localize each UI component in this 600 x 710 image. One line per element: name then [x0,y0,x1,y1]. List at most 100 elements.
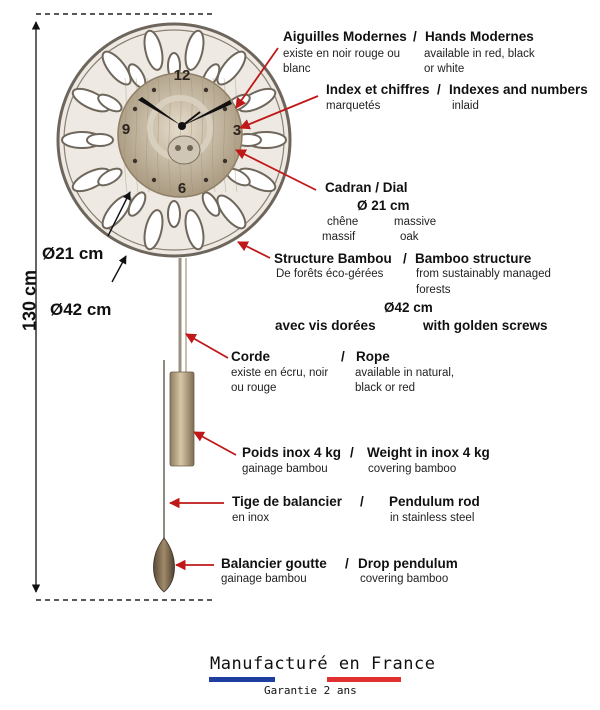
structure-title-fr: Structure Bambou [274,251,392,266]
wood-grain-line [135,77,139,193]
hour-index [151,87,157,93]
rope-title-en: Rope [356,349,390,364]
structure-screws-fr: avec vis dorées [275,318,376,333]
dial-size: Ø 21 cm [357,198,410,213]
rope-sep: / [341,349,345,364]
dial-desc-en-2: oak [400,231,419,243]
pendulum-assembly [153,258,195,593]
rope-desc-fr-1: existe en écru, noir [231,367,329,379]
dial-desc-fr-2: massif [322,231,356,243]
wood-grain-line [124,77,128,193]
index-title-en: Indexes and numbers [449,82,588,97]
rod-title-fr: Tige de balancier [232,494,343,509]
weight-desc-fr: gainage bambou [242,463,328,475]
structure-desc-fr: De forêts éco-gérées [276,268,384,280]
hour-index [222,158,228,164]
flag-blue-bar [209,677,275,682]
openwork-petal [143,29,164,71]
height-label: 130 cm [19,269,40,332]
wood-grain-line [234,77,238,193]
rope-title-fr: Corde [231,349,271,364]
weight-cylinder [169,371,195,467]
weight-title-fr: Poids inox 4 kg [242,445,342,460]
dial-title: Cadran / Dial [325,180,408,195]
hour-index [132,158,138,164]
index-desc-en: inlaid [452,100,479,112]
index-sep: / [437,82,441,97]
wood-grain-line [168,77,172,193]
structure-size: Ø42 cm [384,300,433,315]
rod-desc-fr: en inox [232,512,270,524]
numeral-3: 3 [233,122,241,139]
openwork-petal [86,133,114,147]
hour-index [203,177,209,183]
hour-index [151,177,157,183]
clock-hands [138,97,232,130]
index-title-fr: Index et chiffres [326,82,430,97]
index-desc-fr: marquetés [326,100,381,112]
hands-sep: / [413,29,417,44]
hands-desc-en-1: available in red, black [424,48,535,60]
structure-desc-en-2: forests [416,284,451,296]
rod-desc-en: in stainless steel [390,512,475,524]
wood-grain-line [201,77,205,193]
drop-sep: / [345,556,349,571]
drop-pendulum [153,537,175,593]
openwork-petal [216,50,247,86]
openwork-petal [101,50,132,86]
wood-grain-line [212,77,216,193]
numeral-6: 6 [178,180,186,197]
weight-sep: / [350,445,354,460]
hour-index [203,87,209,93]
outer-diameter-label: Ø42 cm [50,300,112,319]
hour-index [132,106,138,112]
openwork-petal [167,200,181,228]
inner-diameter-label: Ø21 cm [42,244,104,263]
drop-desc-fr: gainage bambou [221,573,307,585]
diameter-arrows [107,191,131,283]
numeral-12: 12 [174,67,191,84]
openwork-petal [184,29,205,71]
wood-grain-line [157,77,161,193]
wood-grain-line [223,77,227,193]
openwork-petal [127,191,147,217]
height-dimension-line [31,13,215,601]
clock-body: 12 3 9 6 [56,22,292,258]
numeral-9: 9 [122,121,130,138]
structure-desc-en-1: from sustainably managed [416,268,551,280]
drop-desc-en: covering bamboo [360,573,449,585]
dial-desc-en-1: massive [394,216,437,228]
rope-desc-en-1: available in natural, [355,367,455,379]
openwork-petal [216,194,247,230]
rod-title-en: Pendulum rod [389,494,480,509]
structure-screws-en: with golden screws [423,318,548,333]
flag-red-bar [327,677,401,682]
weight-title-en: Weight in inox 4 kg [367,445,490,460]
drop-title-en: Drop pendulum [358,556,458,571]
hands-title-en: Hands Modernes [425,29,534,44]
openwork-petal [97,93,123,113]
structure-sep: / [403,251,407,266]
footer-warranty: Garantie 2 ans [264,684,357,697]
structure-title-en: Bamboo structure [415,251,532,266]
hands-title-fr: Aiguilles Modernes [283,29,407,44]
rod-sep: / [360,494,364,509]
hands-desc-en-2: or white [424,63,465,75]
wood-grain-line [190,77,194,193]
hands-desc-fr-2: blanc [283,63,311,75]
openwork-petal [201,191,221,217]
wood-grain-line [179,77,183,193]
footer-manufactured-in-france: Manufacturé en France [210,654,436,674]
openwork-petal [97,167,123,187]
dial-desc-fr-1: chêne [327,216,359,228]
rope-desc-fr-2: ou rouge [231,382,277,394]
hands-desc-fr-1: existe en noir rouge ou [283,48,400,60]
openwork-petal [143,209,164,251]
callout-arrows [168,47,319,571]
rope-desc-en-2: black or red [355,382,416,394]
hour-index [222,106,228,112]
openwork-petal [184,209,205,251]
weight-desc-en: covering bamboo [368,463,457,475]
drop-title-fr: Balancier goutte [221,556,327,571]
